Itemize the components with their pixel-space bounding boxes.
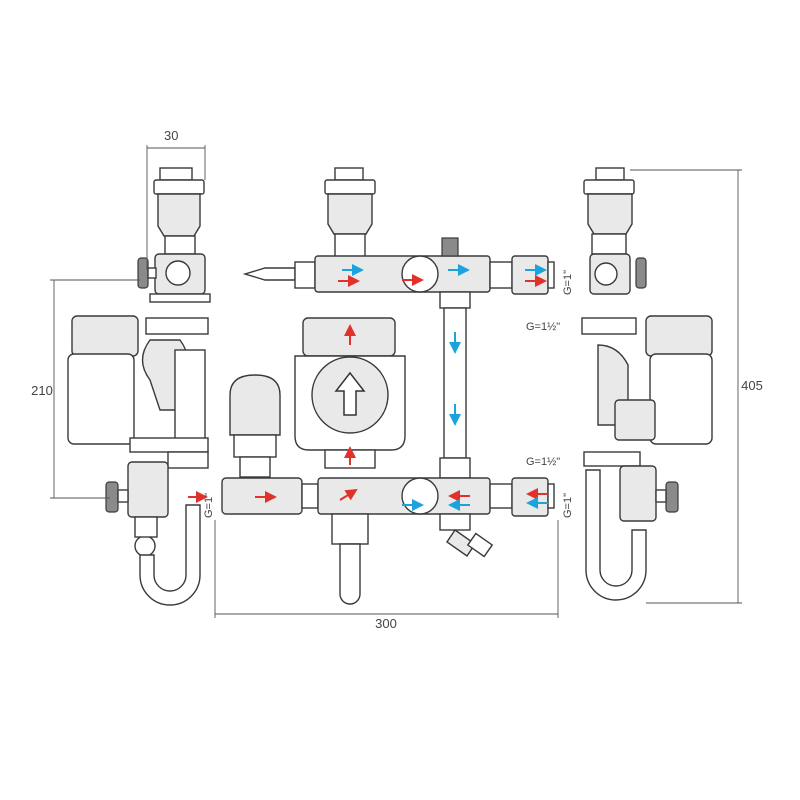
flow-arrows bbox=[188, 264, 548, 511]
right-side-view bbox=[581, 167, 713, 601]
left-side-view bbox=[67, 167, 211, 606]
thread-label-bottom-pump: G=1½" bbox=[526, 456, 560, 468]
dimension-lines bbox=[50, 145, 742, 618]
thread-label-top-pump: G=1½" bbox=[526, 321, 560, 333]
front-view bbox=[221, 167, 555, 605]
thread-label-bottom-outlet: G=1" bbox=[562, 493, 574, 518]
dimension-300: 300 bbox=[375, 616, 397, 631]
dimension-405: 405 bbox=[741, 378, 763, 393]
dimension-30: 30 bbox=[164, 128, 178, 143]
thread-label-bottom-inlet: G=1" bbox=[203, 493, 215, 518]
thread-label-top-outlet: G=1" bbox=[562, 270, 574, 295]
dimension-210: 210 bbox=[31, 383, 53, 398]
